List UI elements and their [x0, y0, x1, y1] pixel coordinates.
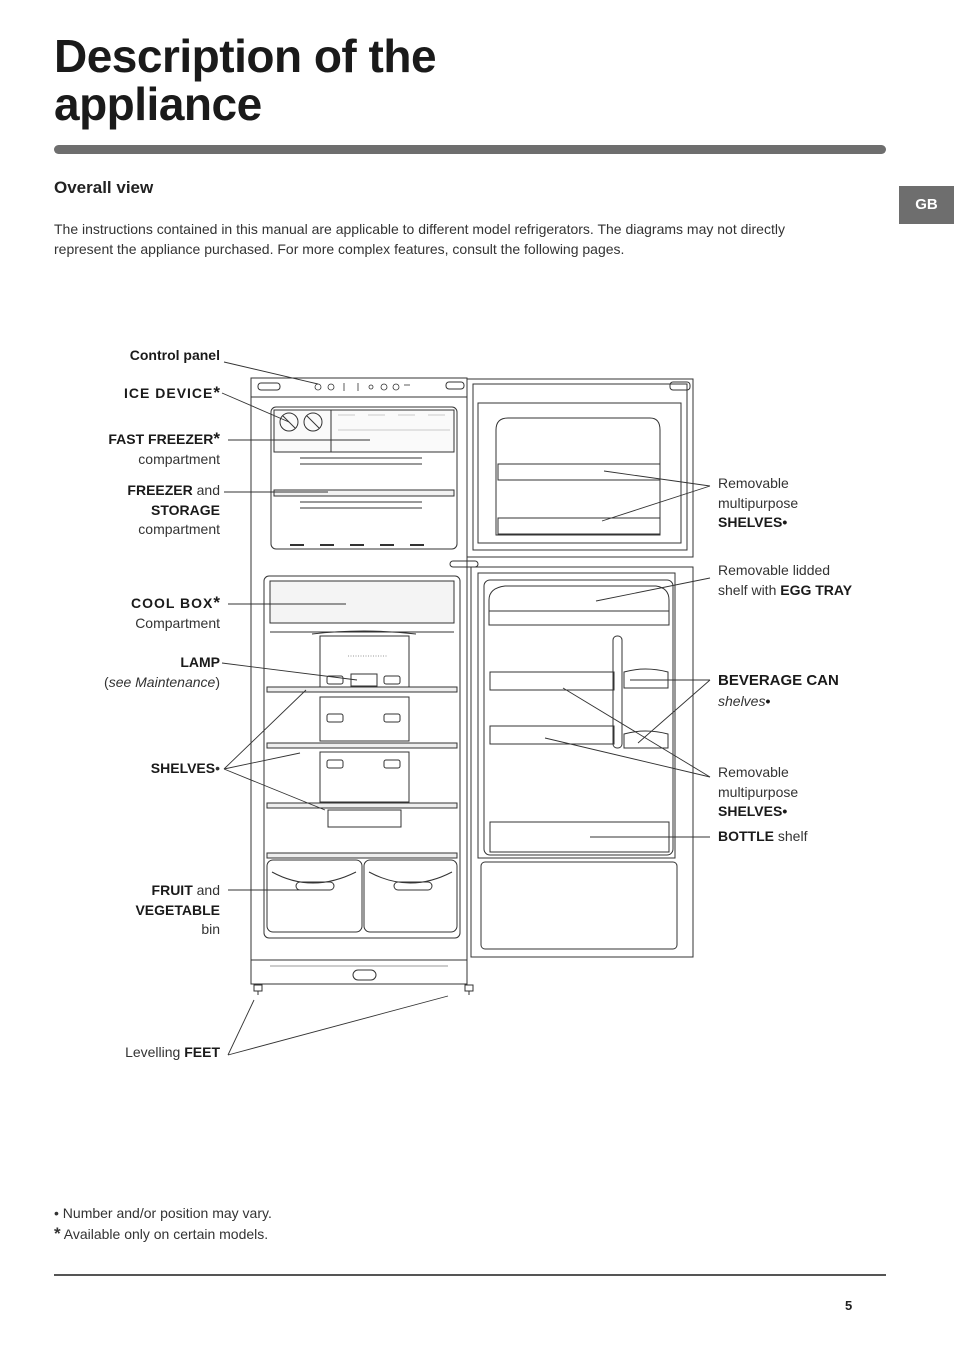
label-fridge-door-shelves: Removable multipurpose SHELVES•	[718, 764, 799, 819]
fridge-door	[470, 566, 694, 958]
title-line-2: appliance	[54, 78, 262, 130]
label-freezer-storage: FREEZER and STORAGE compartment	[127, 482, 220, 537]
label-cool-box: COOL BOX* Compartment	[130, 593, 220, 631]
label-lamp: LAMP (see Maintenance)	[104, 654, 220, 690]
label-beverage-can: BEVERAGE CAN shelves•	[718, 672, 839, 709]
title-rule	[54, 145, 886, 154]
footnotes: • Number and/or position may vary. * Ava…	[54, 1204, 272, 1244]
label-fruit-vegetable: FRUIT and VEGETABLE bin	[135, 882, 220, 937]
label-control-panel: Control panel	[129, 347, 220, 363]
language-tab: GB	[899, 186, 954, 224]
label-bottle-shelf: BOTTLE shelf	[718, 828, 808, 844]
cabinet-outline	[250, 377, 468, 985]
section-heading: Overall view	[54, 178, 154, 197]
page-number: 5	[845, 1298, 853, 1313]
footer-rule	[54, 1274, 886, 1276]
label-shelves-left: SHELVES•	[150, 760, 220, 776]
page-title: Description of the appliance	[54, 30, 437, 130]
footnote-bullet: • Number and/or position may vary.	[54, 1205, 272, 1221]
freezer-door	[466, 378, 694, 558]
label-fast-freezer: FAST FREEZER* compartment	[108, 429, 220, 467]
intro-paragraph: The instructions contained in this manua…	[54, 221, 785, 257]
label-levelling-feet: Levelling FEET	[125, 1044, 220, 1060]
label-egg-tray: Removable lidded shelf with EGG TRAY	[718, 562, 853, 598]
label-ice-device: ICE DEVICE*	[124, 383, 220, 402]
title-line-1: Description of the	[54, 30, 437, 82]
label-freezer-door-shelves: Removable multipurpose SHELVES•	[718, 475, 799, 530]
footnote-asterisk: * Available only on certain models.	[54, 1223, 269, 1243]
